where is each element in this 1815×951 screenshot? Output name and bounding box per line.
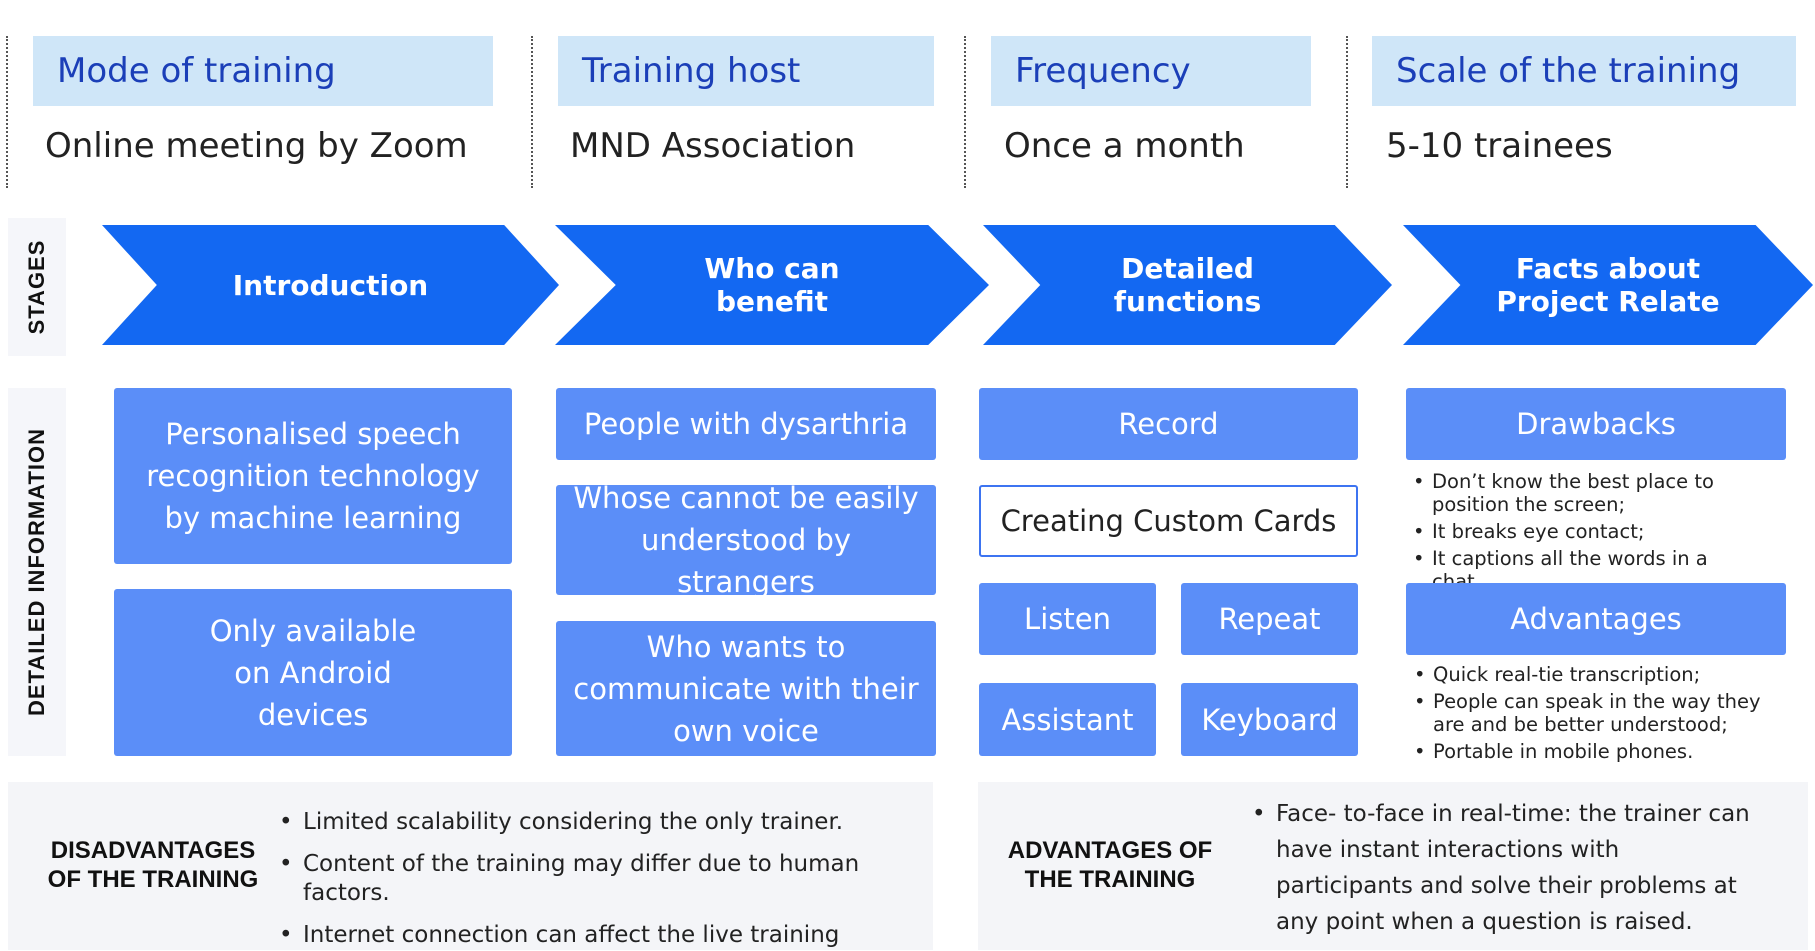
info-value-host: MND Association bbox=[570, 126, 856, 166]
list-item: Internet connection can affect the live … bbox=[277, 921, 927, 951]
list-item: Limited scalability considering the only… bbox=[277, 808, 927, 837]
stage-detailed-functions: Detailed functions bbox=[983, 225, 1392, 345]
list-item: Don’t know the best place to position th… bbox=[1406, 470, 1726, 516]
stages-label: STAGES bbox=[24, 239, 49, 335]
separator-2 bbox=[531, 36, 533, 188]
benefit-box-dysarthria: People with dysarthria bbox=[556, 388, 936, 460]
list-item: Face- to-face in real-time: the trainer … bbox=[1250, 796, 1750, 940]
function-assistant: Assistant bbox=[979, 683, 1156, 756]
list-item: Content of the training may differ due t… bbox=[277, 850, 927, 908]
benefit-box-strangers: Whose cannot be easily understood by str… bbox=[556, 481, 936, 599]
stage-facts: Facts about Project Relate bbox=[1403, 225, 1813, 345]
stage-introduction-label: Introduction bbox=[232, 268, 429, 302]
list-item: Quick real-tie transcription; bbox=[1407, 663, 1792, 686]
stage-detailed-functions-label: Detailed functions bbox=[1113, 252, 1262, 318]
info-value-scale: 5-10 trainees bbox=[1386, 126, 1613, 166]
training-advantages-title: ADVANTAGES OF THE TRAINING bbox=[1007, 837, 1213, 893]
facts-advantages-title: Advantages bbox=[1406, 583, 1786, 655]
list-item: People can speak in the way they are and… bbox=[1407, 690, 1792, 736]
function-custom-cards: Creating Custom Cards bbox=[979, 485, 1358, 557]
stage-introduction: Introduction bbox=[102, 225, 559, 345]
list-item: It breaks eye contact; bbox=[1406, 520, 1726, 543]
benefit-box-own-voice: Who wants to communicate with their own … bbox=[556, 621, 936, 756]
detailed-info-label: DETAILED INFORMATION bbox=[24, 427, 49, 717]
info-title-frequency: Frequency bbox=[991, 36, 1311, 106]
stage-who-can-benefit-label: Who can benefit bbox=[704, 252, 840, 318]
separator-3 bbox=[964, 36, 966, 188]
function-keyboard: Keyboard bbox=[1181, 683, 1358, 756]
list-item: Portable in mobile phones. bbox=[1407, 740, 1792, 763]
function-repeat: Repeat bbox=[1181, 583, 1358, 655]
stages-label-box bbox=[8, 218, 66, 356]
info-title-mode: Mode of training bbox=[33, 36, 493, 106]
info-title-host: Training host bbox=[558, 36, 934, 106]
facts-drawbacks-list: Don’t know the best place to position th… bbox=[1406, 470, 1726, 597]
info-value-mode: Online meeting by Zoom bbox=[45, 126, 468, 166]
stage-facts-label: Facts about Project Relate bbox=[1496, 252, 1720, 318]
info-value-frequency: Once a month bbox=[1004, 126, 1245, 166]
intro-box-technology: Personalised speech recognition technolo… bbox=[114, 388, 512, 564]
facts-advantages-list: Quick real-tie transcription; People can… bbox=[1407, 663, 1792, 767]
stage-who-can-benefit: Who can benefit bbox=[555, 225, 989, 345]
facts-drawbacks-title: Drawbacks bbox=[1406, 388, 1786, 460]
training-disadvantages-title: DISADVANTAGES OF THE TRAINING bbox=[47, 837, 259, 893]
function-listen: Listen bbox=[979, 583, 1156, 655]
function-record: Record bbox=[979, 388, 1358, 460]
separator-4 bbox=[1346, 36, 1348, 188]
separator-1 bbox=[6, 36, 8, 188]
training-disadvantages-list: Limited scalability considering the only… bbox=[277, 808, 927, 951]
training-advantages-list: Face- to-face in real-time: the trainer … bbox=[1250, 796, 1750, 940]
detailed-label-box bbox=[8, 388, 66, 756]
intro-box-android: Only available on Android devices bbox=[114, 589, 512, 756]
info-title-scale: Scale of the training bbox=[1372, 36, 1796, 106]
